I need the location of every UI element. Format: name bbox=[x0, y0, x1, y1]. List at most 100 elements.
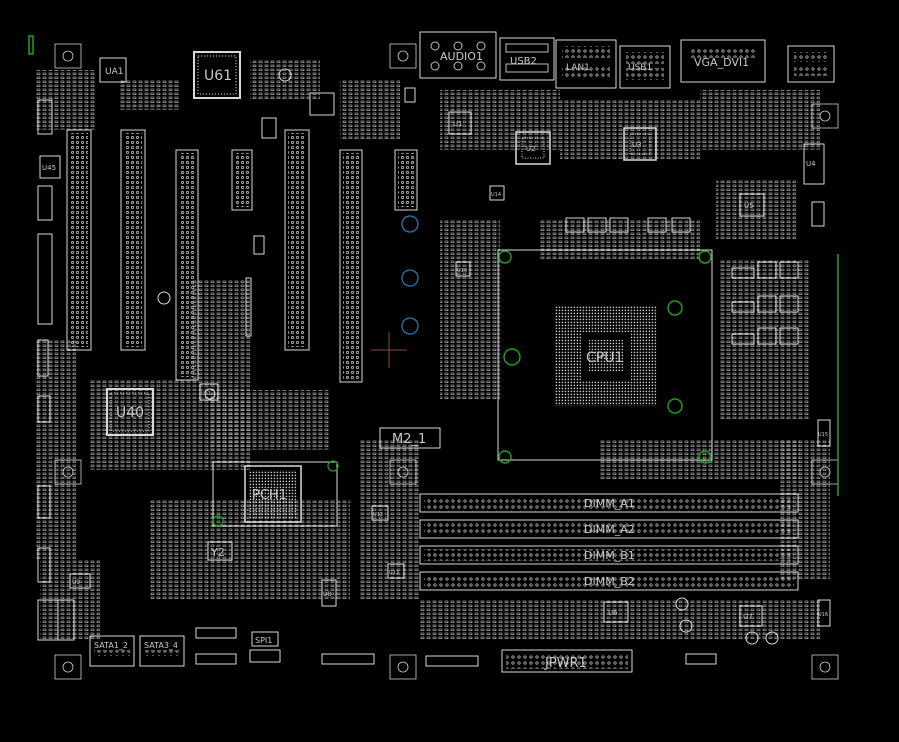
pcie-slot[interactable] bbox=[339, 149, 363, 383]
audio-connector[interactable]: AUDIO1 bbox=[419, 31, 497, 79]
chip-u40[interactable]: U40 bbox=[106, 388, 154, 436]
chip-label-u9: U9 bbox=[72, 579, 80, 586]
cpu-mount-ring bbox=[498, 250, 712, 464]
chip bbox=[675, 597, 689, 611]
chip-u15[interactable]: U15 bbox=[817, 419, 831, 447]
chip-label-u14: U14 bbox=[491, 192, 501, 198]
chip-u2[interactable]: U2 bbox=[515, 131, 551, 165]
connector-label-vga: VGA_DVI1 bbox=[694, 56, 749, 69]
chip-label-u61: U61 bbox=[204, 68, 232, 84]
dimm-slot-a2[interactable]: DIMM_A2 bbox=[419, 519, 799, 539]
chip-u14[interactable]: U14 bbox=[489, 185, 505, 201]
chip bbox=[204, 388, 216, 400]
chip-u9[interactable]: U9 bbox=[69, 573, 91, 589]
origin-cross bbox=[371, 332, 407, 368]
sata-connector[interactable]: SATA1_2 bbox=[89, 635, 135, 667]
chip-label-u12: U12 bbox=[373, 512, 383, 518]
chip-u5[interactable]: U5 bbox=[739, 193, 765, 217]
chip-u6[interactable]: U6 bbox=[603, 601, 629, 623]
sata-label-2: SATA3_4 bbox=[144, 641, 178, 650]
smd-cluster bbox=[36, 60, 830, 640]
usb-connector[interactable] bbox=[787, 45, 835, 83]
pch-mount-ring bbox=[212, 515, 224, 527]
vga-dvi-connector[interactable]: VGA_DVI1 bbox=[680, 39, 766, 83]
chip-label-u2: U2 bbox=[526, 145, 536, 153]
dimm-label-a1: DIMM_A1 bbox=[584, 497, 635, 510]
chip-u7[interactable]: U7 bbox=[739, 605, 763, 627]
atx-power-connector[interactable]: JPWR1 bbox=[501, 649, 633, 673]
connector-label-lan: LAN1 bbox=[566, 63, 590, 73]
chip-u12[interactable]: U12 bbox=[371, 505, 389, 521]
dimm-label-a2: DIMM_A2 bbox=[584, 523, 635, 536]
sata-label-1: SATA1_2 bbox=[94, 641, 128, 650]
dimm-slot-b1[interactable]: DIMM_B1 bbox=[419, 545, 799, 565]
chip-label-u1: U1 bbox=[453, 120, 463, 128]
chip-u10[interactable]: U10 bbox=[455, 261, 471, 277]
pch-chip[interactable]: PCH1 bbox=[212, 461, 338, 527]
cpu-socket[interactable]: CPU1 bbox=[497, 249, 713, 461]
chip-label-ua1: UA1 bbox=[105, 67, 123, 77]
pch-mount-ring bbox=[327, 460, 339, 472]
crystal-label-y2: Y2 bbox=[210, 546, 225, 559]
green-marker bbox=[28, 35, 34, 55]
pin-headers-bottom[interactable] bbox=[195, 627, 717, 667]
dimm-label-b2: DIMM_B2 bbox=[584, 575, 635, 588]
pcie-slot[interactable] bbox=[120, 129, 146, 351]
header-strips-left bbox=[37, 87, 416, 641]
pcie-slot[interactable] bbox=[66, 129, 92, 351]
spi-label: SPI1 bbox=[255, 636, 272, 645]
sata-connector[interactable]: SATA3_4 bbox=[139, 635, 185, 667]
dimm-label-b1: DIMM_B1 bbox=[584, 549, 635, 562]
usb-connector[interactable]: USB2 bbox=[499, 37, 555, 81]
pcie-slot[interactable] bbox=[394, 149, 418, 211]
chip bbox=[811, 201, 825, 227]
chip-u8[interactable]: U8 bbox=[321, 579, 337, 607]
pcie-latch bbox=[245, 277, 252, 337]
crystal-y2[interactable]: Y2 bbox=[207, 541, 233, 561]
chip-u16[interactable]: U16 bbox=[817, 599, 831, 627]
chip bbox=[679, 619, 693, 633]
m2-slot[interactable]: M2_1 bbox=[379, 427, 441, 449]
chip-u13[interactable]: U13 bbox=[387, 563, 405, 579]
connector-label-usb2: USB2 bbox=[510, 56, 537, 67]
chip-u45[interactable]: U45 bbox=[39, 155, 61, 179]
chip-label-u3: U3 bbox=[632, 141, 642, 149]
chip-label-u10: U10 bbox=[457, 268, 467, 274]
chip-label-u45: U45 bbox=[42, 164, 56, 172]
chip-label-u7: U7 bbox=[743, 613, 753, 621]
jpwr-label: JPWR1 bbox=[544, 656, 587, 671]
chip-label-u16: U16 bbox=[818, 612, 828, 618]
dimm-slot-a1[interactable]: DIMM_A1 bbox=[419, 493, 799, 513]
chip bbox=[157, 291, 171, 305]
chip-ua1[interactable]: UA1 bbox=[99, 57, 127, 83]
chip bbox=[278, 68, 292, 82]
chip bbox=[745, 631, 759, 645]
chip-label-u4: U4 bbox=[806, 160, 816, 168]
chip bbox=[765, 631, 779, 645]
dimm-slot-b2[interactable]: DIMM_B2 bbox=[419, 571, 799, 591]
chip bbox=[261, 117, 277, 139]
chip-u3[interactable]: U3 bbox=[623, 127, 657, 161]
chip-u4[interactable]: U4 bbox=[803, 143, 825, 185]
chip-label-u6: U6 bbox=[608, 609, 618, 617]
chip-label-u8: U8 bbox=[323, 591, 331, 598]
chip-u11[interactable]: U11 bbox=[199, 383, 219, 401]
usb-connector[interactable]: USB1 bbox=[619, 45, 671, 89]
chip-label-u15: U15 bbox=[818, 432, 828, 438]
pch-label: PCH1 bbox=[252, 488, 287, 503]
capacitor-ring bbox=[401, 215, 419, 335]
chip-u1[interactable]: U1 bbox=[448, 111, 472, 135]
chip-u61[interactable]: U61 bbox=[193, 51, 241, 99]
spi-header[interactable]: SPI1 bbox=[251, 631, 279, 647]
chip-label-u5: U5 bbox=[744, 202, 754, 210]
m2-label: M2_1 bbox=[392, 432, 426, 447]
chip-label-u11: U11 bbox=[201, 391, 211, 397]
pcie-slot[interactable] bbox=[175, 149, 199, 381]
pcie-slot[interactable] bbox=[284, 129, 310, 351]
pcie-slot[interactable] bbox=[231, 149, 253, 211]
vrm-inductors bbox=[565, 217, 799, 345]
lan-usb-connector[interactable]: LAN1 bbox=[555, 39, 617, 89]
connector-label-audio: AUDIO1 bbox=[440, 50, 483, 63]
chip-label-u13: U13 bbox=[389, 570, 399, 576]
